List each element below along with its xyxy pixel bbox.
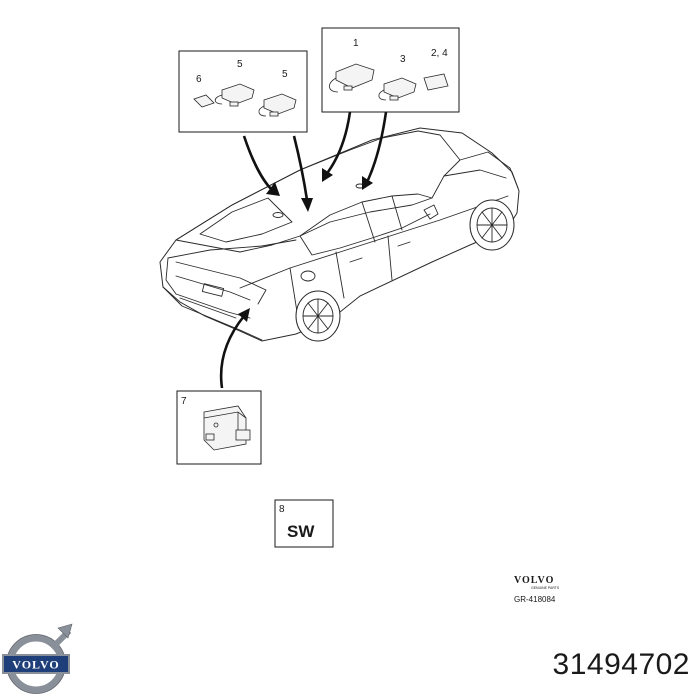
callout-3: 3	[400, 54, 406, 65]
lamp-part-3	[378, 77, 417, 101]
callout-5a: 5	[237, 59, 243, 70]
volvo-logo: VOLVO	[2, 623, 73, 694]
car-illustration	[159, 127, 520, 342]
control-module-part-7	[203, 405, 251, 451]
reference-code: GR-418084	[514, 595, 556, 604]
callout-2-4: 2, 4	[431, 48, 448, 59]
software-box: 8 SW	[274, 499, 334, 548]
part-number: 31494702	[552, 648, 690, 681]
parts-box-module: 7	[176, 390, 262, 465]
software-label: SW	[287, 522, 315, 541]
lamp-part-5a	[214, 83, 255, 107]
callout-8: 8	[279, 504, 285, 515]
pointer-arrows	[219, 111, 388, 389]
pad-part-6	[193, 94, 215, 108]
volvo-stamp: VOLVO GENUINE PARTS GR-418084	[514, 575, 560, 604]
lamp-part-1	[329, 63, 375, 93]
pad-part-2-4	[423, 73, 449, 91]
logo-wordmark: VOLVO	[12, 658, 59, 672]
lamp-part-5b	[258, 93, 297, 117]
callout-1: 1	[353, 38, 359, 49]
parts-box-left: 6 5 5	[178, 50, 308, 133]
callout-7: 7	[181, 396, 187, 407]
callout-6: 6	[196, 74, 202, 85]
volvo-stamp-subtext: GENUINE PARTS	[531, 586, 560, 590]
volvo-stamp-wordmark: VOLVO	[514, 575, 554, 586]
callout-5b: 5	[282, 69, 288, 80]
parts-box-right: 1 3 2, 4	[321, 27, 460, 113]
